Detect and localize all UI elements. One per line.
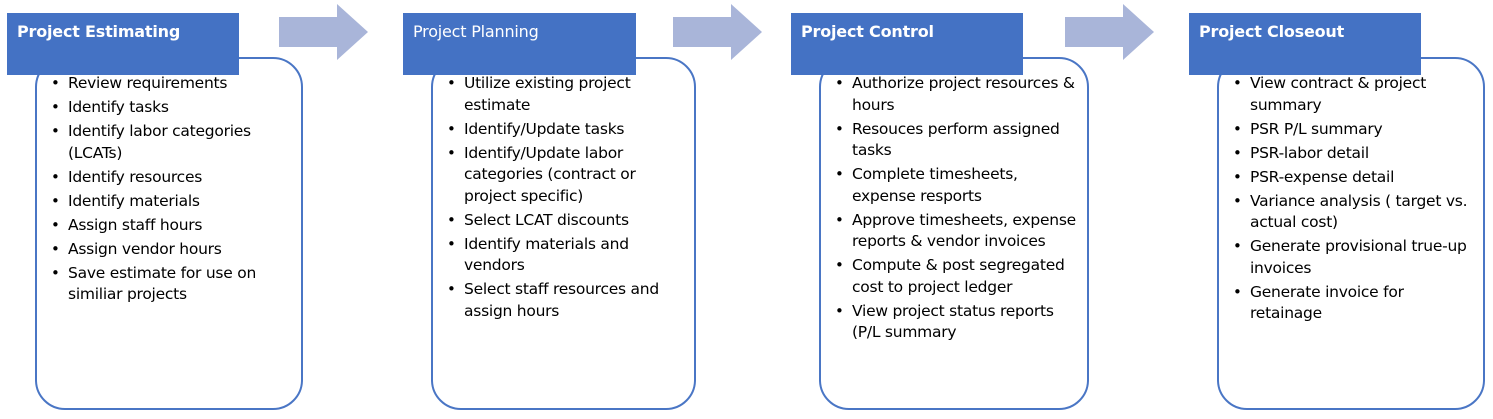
list-item: Identify resources [47,167,295,189]
list-item: Identify tasks [47,97,295,119]
list-item: Select staff resources and assign hours [443,279,688,322]
planning-task-list: Utilize existing project estimate Identi… [443,73,688,322]
list-item: Resouces perform assigned tasks [831,119,1081,162]
list-item: View contract & project summary [1229,73,1477,116]
stage-header-closeout: Project Closeout [1189,13,1421,75]
right-arrow-icon [673,4,762,60]
list-item: Compute & post segregated cost to projec… [831,255,1081,298]
stage-header-planning: Project Planning [403,13,636,75]
list-item: Identify materials [47,191,295,213]
list-item: Identify/Update tasks [443,119,688,141]
stage-header-estimating: Project Estimating [7,13,239,75]
list-item: PSR P/L summary [1229,119,1477,141]
stage-title: Project Closeout [1199,22,1345,41]
list-item: Utilize existing project estimate [443,73,688,116]
right-arrow-icon [1065,4,1154,60]
list-item: Authorize project resources & hours [831,73,1081,116]
closeout-task-list: View contract & project summary PSR P/L … [1229,73,1477,325]
list-item: Generate provisional true-up invoices [1229,236,1477,279]
stage-header-control: Project Control [791,13,1023,75]
control-task-list: Authorize project resources & hours Reso… [831,73,1081,344]
list-item: PSR-expense detail [1229,167,1477,189]
list-item: Identify labor categories (LCATs) [47,121,295,164]
stage-title: Project Estimating [17,22,181,41]
stage-title: Project Planning [413,22,539,41]
stage-box-planning: Utilize existing project estimate Identi… [431,57,696,410]
list-item: View project status reports (P/L summary [831,301,1081,344]
right-arrow-icon [1065,4,1154,60]
list-item: Complete timesheets, expense resports [831,164,1081,207]
list-item: Approve timesheets, expense reports & ve… [831,210,1081,253]
right-arrow-icon [673,4,762,60]
list-item: Variance analysis ( target vs. actual co… [1229,191,1477,234]
list-item: Identify materials and vendors [443,234,688,277]
right-arrow-icon [279,4,368,60]
list-item: Select LCAT discounts [443,210,688,232]
stage-box-control: Authorize project resources & hours Reso… [819,57,1089,410]
list-item: Save estimate for use on similiar projec… [47,263,295,306]
list-item: PSR-labor detail [1229,143,1477,165]
list-item: Review requirements [47,73,295,95]
list-item: Assign vendor hours [47,239,295,261]
stage-box-closeout: View contract & project summary PSR P/L … [1217,57,1485,410]
stage-box-estimating: Review requirements Identify tasks Ident… [35,57,303,410]
list-item: Identify/Update labor categories (contra… [443,143,688,208]
right-arrow-icon [279,4,368,60]
list-item: Generate invoice for retainage [1229,282,1477,325]
list-item: Assign staff hours [47,215,295,237]
stage-title: Project Control [801,22,934,41]
estimating-task-list: Review requirements Identify tasks Ident… [47,73,295,306]
